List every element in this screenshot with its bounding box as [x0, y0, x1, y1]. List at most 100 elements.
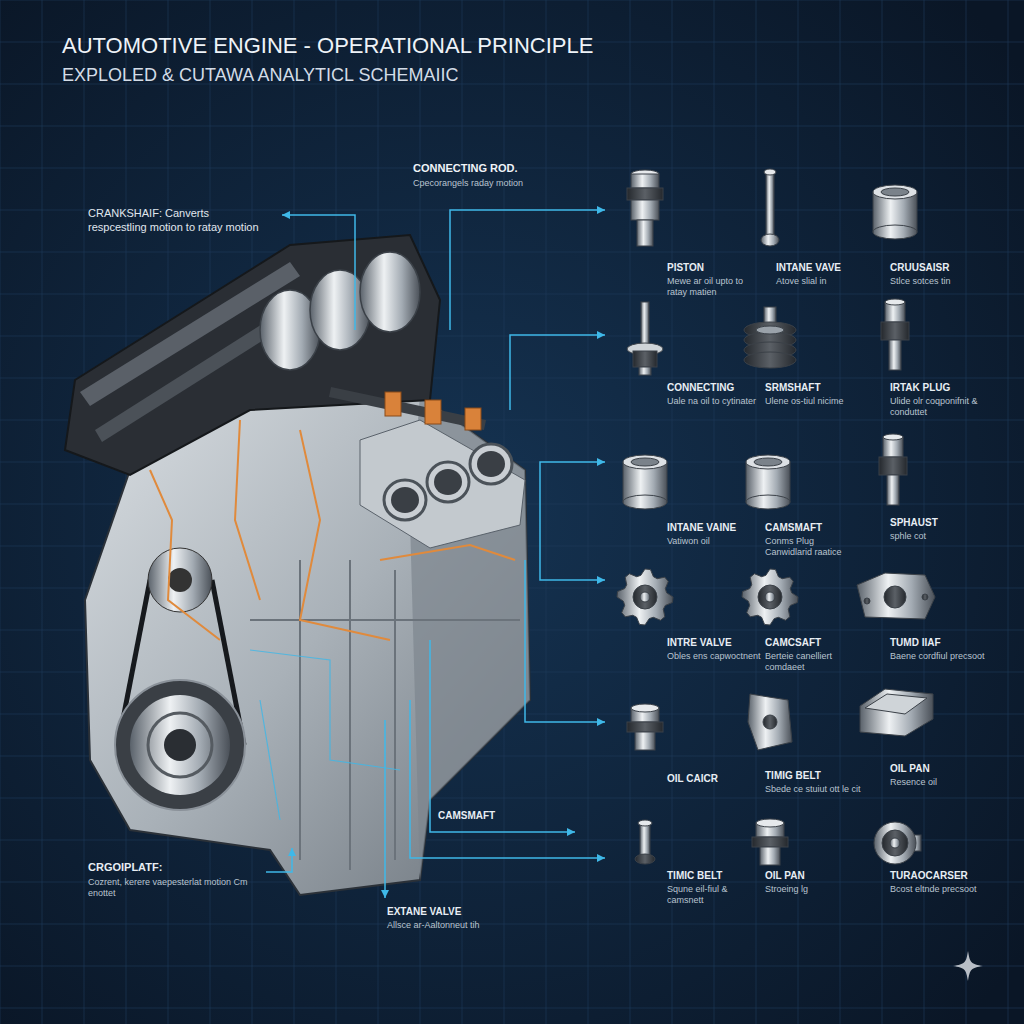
- grid-line: [0, 126, 1024, 127]
- component-icon: [879, 457, 907, 475]
- component-icon: [635, 732, 655, 750]
- oil-line: [250, 650, 400, 770]
- component-icon: [631, 458, 659, 466]
- wiring: [235, 420, 260, 600]
- component-icon: [860, 689, 933, 736]
- part-name: TURAOCARSER: [890, 870, 968, 883]
- part-name: TIMIG BELT: [765, 770, 821, 783]
- watermark-star: [953, 951, 983, 981]
- leader-line: [510, 335, 605, 410]
- part-note: Uale na oil to cytinater: [667, 396, 756, 407]
- grid-line: [0, 0, 1, 1024]
- component-icon: [760, 847, 780, 865]
- cam-lobe: [385, 392, 401, 416]
- leader-line: [430, 640, 575, 832]
- part-note: Stlce sotces tin: [890, 276, 951, 287]
- component-icon: [752, 819, 788, 865]
- cam-cover: [65, 235, 440, 475]
- engine-block: [85, 395, 530, 895]
- component-icon: [763, 715, 777, 729]
- camshaft: [330, 392, 485, 425]
- component-icon: [765, 592, 775, 602]
- part-note: Squne eil-fiul & camsnett: [667, 884, 763, 907]
- component-icon: [857, 573, 935, 619]
- component-icon: [617, 569, 673, 625]
- part-name: CAMSMAFT: [765, 522, 822, 535]
- part-note: Bcost eltnde precsoot: [890, 884, 977, 895]
- component-icon: [761, 169, 779, 246]
- component-icon: [860, 689, 933, 736]
- component-icon: [756, 819, 784, 827]
- component-icon: [637, 220, 653, 246]
- part-note: Mewe ar oil upto to ratay matien: [667, 276, 763, 299]
- component-icon: [744, 352, 796, 368]
- part-note: Obles ens capwoctnent: [667, 651, 761, 662]
- cylinder-bore: [477, 451, 505, 477]
- component-icon: [874, 822, 916, 864]
- cylinder-bore: [470, 444, 512, 484]
- component-icon: [874, 822, 921, 864]
- part-name: SPHAUST: [890, 517, 938, 530]
- component-icon: [627, 704, 663, 750]
- component-icon: [881, 188, 909, 196]
- timing-pulley: [148, 548, 212, 612]
- cylinder-bore: [391, 487, 419, 513]
- grid-line: [42, 0, 43, 1024]
- crank-pulley: [130, 695, 230, 795]
- component-icon: [758, 585, 782, 609]
- component-icon: [639, 367, 651, 375]
- component-icon: [640, 592, 650, 602]
- part-note: Ulide olr coqponifnit & conduttet: [890, 396, 1002, 419]
- component-icon: [627, 302, 663, 375]
- part-note: Sbede ce stuiut ott le cit: [765, 784, 861, 795]
- callout-note: Allsce ar-Aaltonneut tih: [387, 920, 480, 931]
- wiring: [150, 470, 220, 640]
- part-name: OIL PAN: [765, 870, 805, 883]
- grid-line: [588, 0, 589, 1024]
- component-icon: [883, 434, 903, 440]
- diagram-title: AUTOMOTIVE ENGINE - OPERATIONAL PRINCIPL…: [62, 32, 593, 60]
- grid-line: [0, 966, 1024, 967]
- callout-label: CONNECTING ROD.: [413, 162, 518, 176]
- leader-line: [540, 462, 605, 520]
- component-icon: [635, 854, 655, 864]
- part-name: CRUUSAISR: [890, 262, 949, 275]
- part-name: TIMIC BELT: [667, 870, 722, 883]
- component-icon: [631, 200, 659, 220]
- component-icon: [761, 234, 779, 246]
- part-note: Atove slial in: [776, 276, 827, 287]
- component-icon: [631, 174, 659, 188]
- component-icon: [881, 299, 909, 370]
- component-icon: [873, 185, 917, 239]
- component-icon: [623, 455, 667, 509]
- component-icon: [887, 475, 899, 505]
- component-icon: [766, 172, 774, 238]
- component-icon: [865, 694, 927, 714]
- part-note: sphle cot: [890, 531, 926, 542]
- component-icon: [627, 722, 663, 732]
- component-icon: [890, 838, 900, 848]
- crank-pulley: [148, 713, 212, 777]
- component-icon: [627, 170, 663, 246]
- part-note: Stroeing lg: [765, 884, 808, 895]
- component-icon: [864, 598, 870, 604]
- part-name: IRTAK PLUG: [890, 382, 950, 395]
- component-icon: [882, 830, 908, 856]
- leader-line: [410, 700, 605, 858]
- timing-pulley: [168, 568, 192, 592]
- component-icon: [884, 586, 906, 608]
- component-icon: [857, 573, 935, 619]
- block-rib: [349, 560, 351, 870]
- callout-label: CRGOIPLATF:: [88, 861, 162, 875]
- leader-line: [266, 210, 605, 898]
- part-name: INTANE VAINE: [667, 522, 736, 535]
- crank-pulley: [164, 729, 196, 761]
- callout-note: Cozrent, kerere vaepesterlat motion Cm e…: [88, 877, 253, 900]
- callout-label: EXTANE VALVE: [387, 906, 461, 919]
- callout-label: CAMSMAFT: [438, 810, 495, 823]
- grid-line: [84, 0, 85, 1024]
- component-icon: [742, 569, 798, 625]
- callout-label: CRANKSHAIF: Canverts respcestling motion…: [88, 207, 270, 235]
- component-icon: [623, 495, 667, 509]
- diagram-subtitle: EXPLOLED & CUTAWA ANALYTICL SCHEMAIIC: [62, 64, 458, 87]
